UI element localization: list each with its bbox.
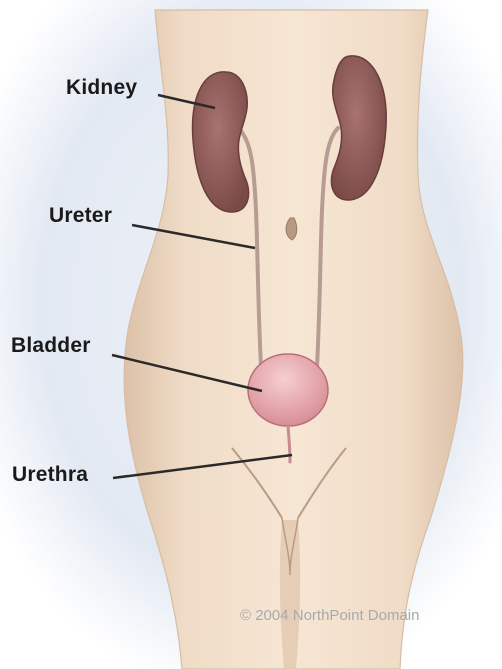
bladder-label: Bladder [11, 334, 91, 358]
urethra-label: Urethra [12, 463, 88, 487]
leg-gap-shadow [280, 520, 300, 669]
ureter-label: Ureter [49, 204, 112, 228]
copyright-notice: © 2004 NorthPoint Domain [240, 607, 419, 624]
kidney-label: Kidney [66, 76, 137, 100]
